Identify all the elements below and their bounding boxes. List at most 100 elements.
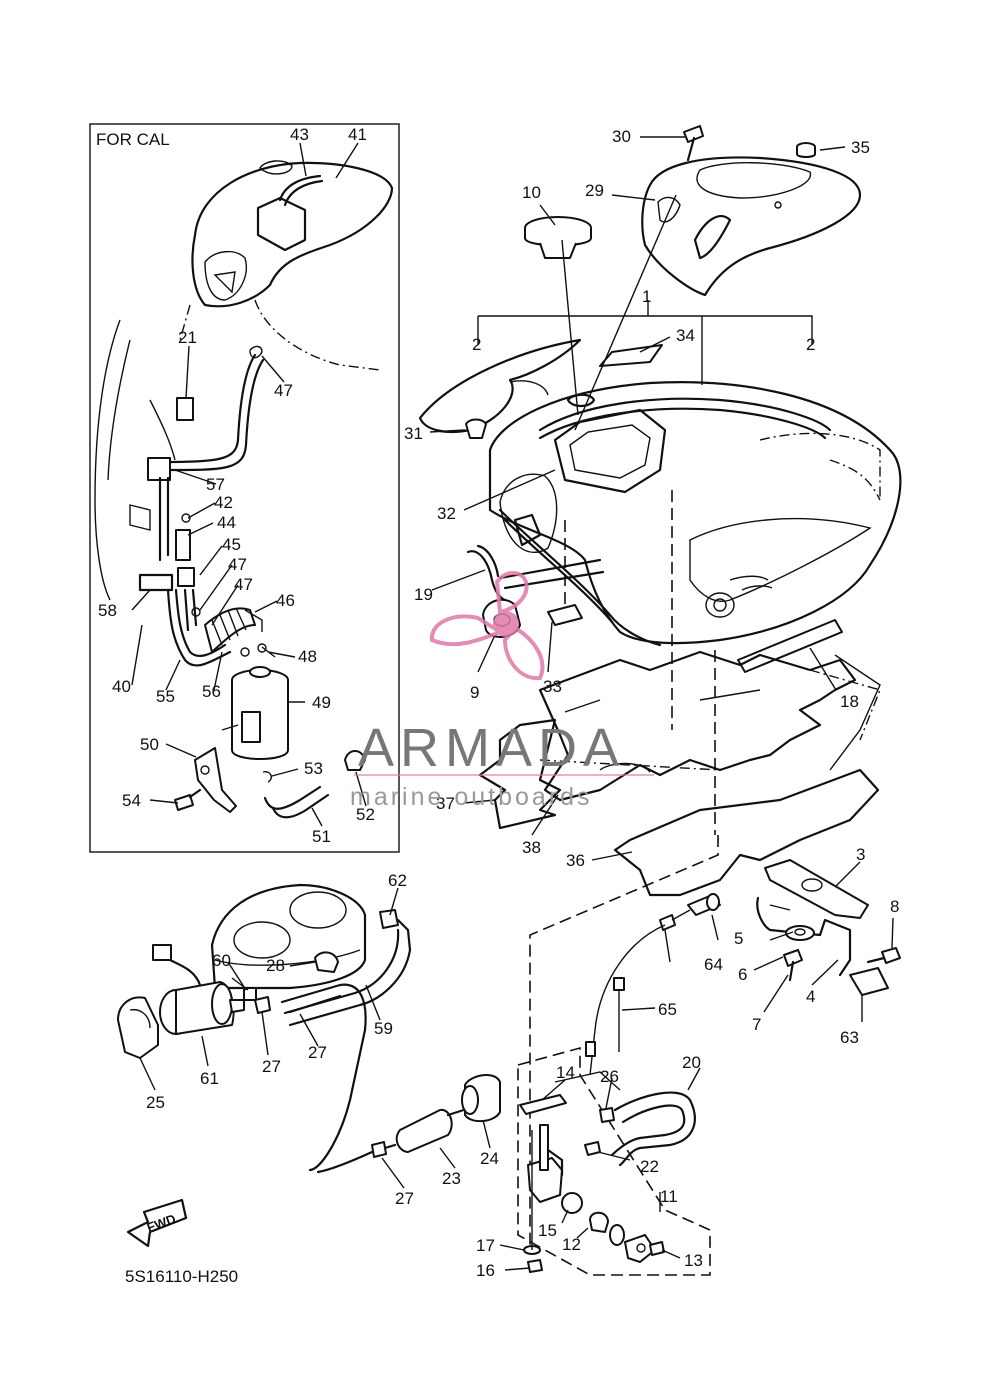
callout-59: 60 [212, 951, 231, 970]
callout-49: 50 [140, 735, 159, 754]
callout-27a: 27 [262, 1057, 281, 1076]
diagram-code: 5S16110-H250 [125, 1267, 238, 1286]
callout-35: 34 [676, 326, 695, 345]
label-35 [599, 344, 663, 367]
seal-18 [737, 619, 843, 673]
clip-26 [599, 1107, 615, 1123]
clip-21 [176, 397, 194, 421]
fuel-tank-1 [488, 381, 902, 647]
callout-19: 19 [414, 585, 433, 604]
pump-block [210, 883, 367, 990]
callout-12: 12 [562, 1235, 581, 1254]
callout-18: 18 [840, 692, 859, 711]
fuel-pump-61 [152, 944, 245, 1035]
inset-title: FOR CAL [96, 130, 170, 149]
callout-51: 52 [356, 805, 375, 824]
connector-59 [231, 977, 257, 1001]
callout-56: 57 [206, 475, 225, 494]
callout-64: 65 [658, 1000, 677, 1019]
callout-47b: 47 [228, 555, 247, 574]
callout-23: 23 [442, 1169, 461, 1188]
bolt-53 [174, 788, 202, 811]
clip-22 [584, 1141, 601, 1156]
inset-frame [89, 123, 400, 853]
callout-20: 20 [682, 1053, 701, 1072]
callout-7: 7 [752, 1015, 761, 1034]
leader-lines-main [477, 194, 881, 1250]
callout-24: 24 [480, 1149, 499, 1168]
watermark-divider [354, 774, 654, 776]
clamp-56 [147, 457, 171, 481]
callout-34: 33 [543, 677, 562, 696]
callout-27b: 27 [395, 1189, 414, 1208]
callout-11: 11 [660, 1187, 678, 1206]
callout-4: 4 [806, 987, 815, 1006]
callout-6: 6 [738, 965, 747, 984]
callout-8: 8 [890, 897, 899, 916]
watermark: ARMADA marine outboards [350, 571, 654, 811]
cap-36 [796, 142, 816, 158]
fitting-43 [177, 567, 195, 587]
leader-14 [554, 1071, 621, 1091]
clamp-57 [138, 573, 174, 592]
inset-canister-48 [221, 666, 289, 760]
cable-63 [585, 893, 721, 1076]
watermark-name: ARMADA [358, 718, 625, 778]
sheet-37 [613, 768, 880, 897]
bolt-31 [683, 125, 704, 162]
callout-22: 22 [640, 1157, 659, 1176]
hose-28 [280, 983, 367, 1172]
callout-2a: 2 [472, 335, 481, 354]
callout-14: 14 [556, 1063, 575, 1082]
callout-47a: 47 [274, 381, 293, 400]
callout-37: 36 [566, 851, 585, 870]
fuel-filter-23 [316, 1106, 472, 1174]
cable-tie-64 [613, 977, 625, 1052]
callout-52: 53 [304, 759, 323, 778]
callout-36: 35 [851, 138, 870, 157]
callout-1: 1 [642, 287, 651, 306]
callout-39: 38 [522, 838, 541, 857]
callout-54: 55 [156, 687, 175, 706]
collar-5 [785, 925, 815, 941]
pad-34 [547, 604, 583, 626]
fitting-60 [283, 909, 412, 1027]
fuel-cap-10 [524, 216, 592, 259]
callout-16: 16 [476, 1261, 495, 1280]
callout-17: 17 [476, 1236, 495, 1255]
tank-cover-30 [641, 156, 862, 297]
callout-5: 5 [734, 929, 743, 948]
callout-61: 61 [200, 1069, 219, 1088]
callout-3: 3 [856, 845, 865, 864]
inset-tank [179, 160, 394, 371]
callout-62: 63 [840, 1028, 859, 1047]
callout-45: 46 [276, 591, 295, 610]
callout-38: 37 [436, 794, 455, 813]
valve-42 [175, 529, 191, 561]
callout-48: 49 [312, 693, 331, 712]
callout-9: 9 [470, 683, 479, 702]
callout-55: 56 [202, 682, 221, 701]
callout-53: 54 [122, 791, 141, 810]
hose-50 [262, 770, 330, 819]
callout-40b: 42 [214, 493, 233, 512]
hose-20 [610, 1091, 696, 1167]
joint-24 [461, 1074, 501, 1123]
watermark-tagline: marine outboards [350, 783, 593, 811]
callout-46: 47 [234, 575, 253, 594]
callout-60: 62 [388, 871, 407, 890]
callout-43: 45 [222, 535, 241, 554]
inset-bracket-49 [194, 747, 237, 813]
callout-58: 59 [374, 1019, 393, 1038]
callout-41: 43 [290, 125, 309, 144]
callout-63: 64 [704, 955, 723, 974]
callout-21: 21 [178, 328, 197, 347]
callout-47c: 48 [298, 647, 317, 666]
callout-25: 25 [146, 1093, 165, 1112]
grommet-32 [465, 418, 487, 439]
callout-33: 32 [437, 504, 456, 523]
clip-51 [344, 750, 366, 771]
callout-30: 29 [585, 181, 604, 200]
fwd-arrow-icon: FWD [126, 1198, 188, 1248]
clip-29 [314, 951, 339, 973]
